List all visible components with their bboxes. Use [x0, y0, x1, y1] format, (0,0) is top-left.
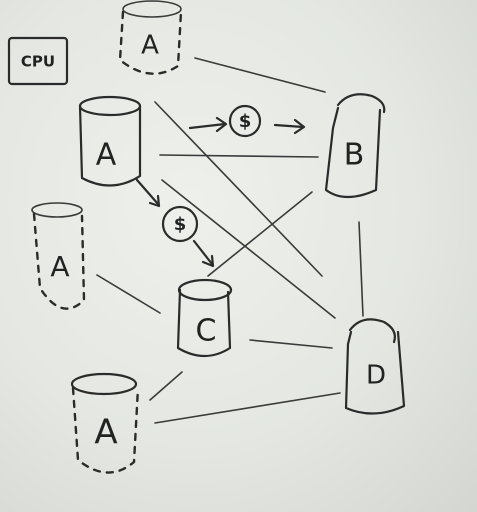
node-a-main-body	[78, 104, 142, 187]
arrowhead-cache-to-b	[293, 118, 306, 135]
node-a-left: A	[31, 202, 86, 310]
arrow-a-to-cache-c	[135, 178, 160, 206]
cache-symbol-b: $	[239, 111, 252, 132]
cache-a-to-c: $	[135, 178, 215, 268]
link-b-to-d	[358, 221, 364, 317]
node-d-lid	[348, 318, 396, 344]
node-b: B	[324, 93, 386, 199]
node-b-lid	[336, 93, 386, 114]
node-a-left-label: A	[50, 250, 69, 283]
node-a-top-lid	[122, 0, 182, 18]
node-a-top: A	[118, 0, 183, 75]
arrowhead-cache-to-c	[201, 254, 215, 268]
link-a-main-to-d-upper	[154, 101, 323, 277]
node-a-bottom-label: A	[94, 413, 117, 453]
link-a-main-to-b	[159, 154, 319, 158]
link-a-left-to-c	[96, 274, 161, 314]
link-a-bottom-to-c	[149, 371, 183, 401]
node-a-top-body	[118, 10, 183, 75]
cpu-box: CPU	[7, 36, 69, 86]
node-a-main-label: A	[96, 138, 117, 173]
cache-symbol-c: $	[174, 214, 187, 235]
node-a-bottom: A	[70, 372, 140, 474]
link-c-to-b	[207, 191, 313, 277]
cache-circle-b	[228, 104, 262, 138]
node-a-bottom-lid	[70, 372, 138, 396]
arrowhead-a-to-cache-b	[215, 116, 228, 133]
cache-a-to-b: $	[188, 104, 306, 138]
node-c-lid	[177, 278, 233, 302]
node-a-bottom-body	[71, 386, 140, 474]
node-c-body	[176, 288, 232, 358]
node-a-left-body	[32, 212, 86, 310]
node-a-top-label: A	[141, 31, 159, 61]
node-d-label: D	[366, 361, 386, 391]
link-a-main-to-d-lower	[161, 179, 336, 319]
node-d-body	[344, 330, 406, 415]
arrowhead-a-to-cache-c	[148, 194, 161, 208]
node-d: D	[344, 318, 406, 415]
link-c-to-d	[249, 339, 333, 349]
cpu-label: CPU	[21, 53, 55, 71]
arrow-cache-to-b	[273, 123, 305, 129]
node-a-left-lid	[31, 202, 83, 218]
link-a-top-to-b	[194, 57, 326, 93]
node-b-label: B	[344, 138, 365, 173]
node-a-main-lid	[78, 95, 142, 117]
arrow-cache-to-c	[192, 239, 214, 266]
cpu-box-outline	[7, 36, 69, 86]
node-c: C	[176, 278, 233, 358]
arrow-a-to-cache-b	[188, 122, 227, 130]
cache-circle-c	[161, 205, 199, 243]
node-c-label: C	[196, 314, 217, 349]
node-b-body	[324, 106, 382, 199]
link-a-bottom-to-d	[154, 392, 341, 424]
node-a-main: A	[78, 95, 142, 187]
connections	[96, 57, 364, 424]
